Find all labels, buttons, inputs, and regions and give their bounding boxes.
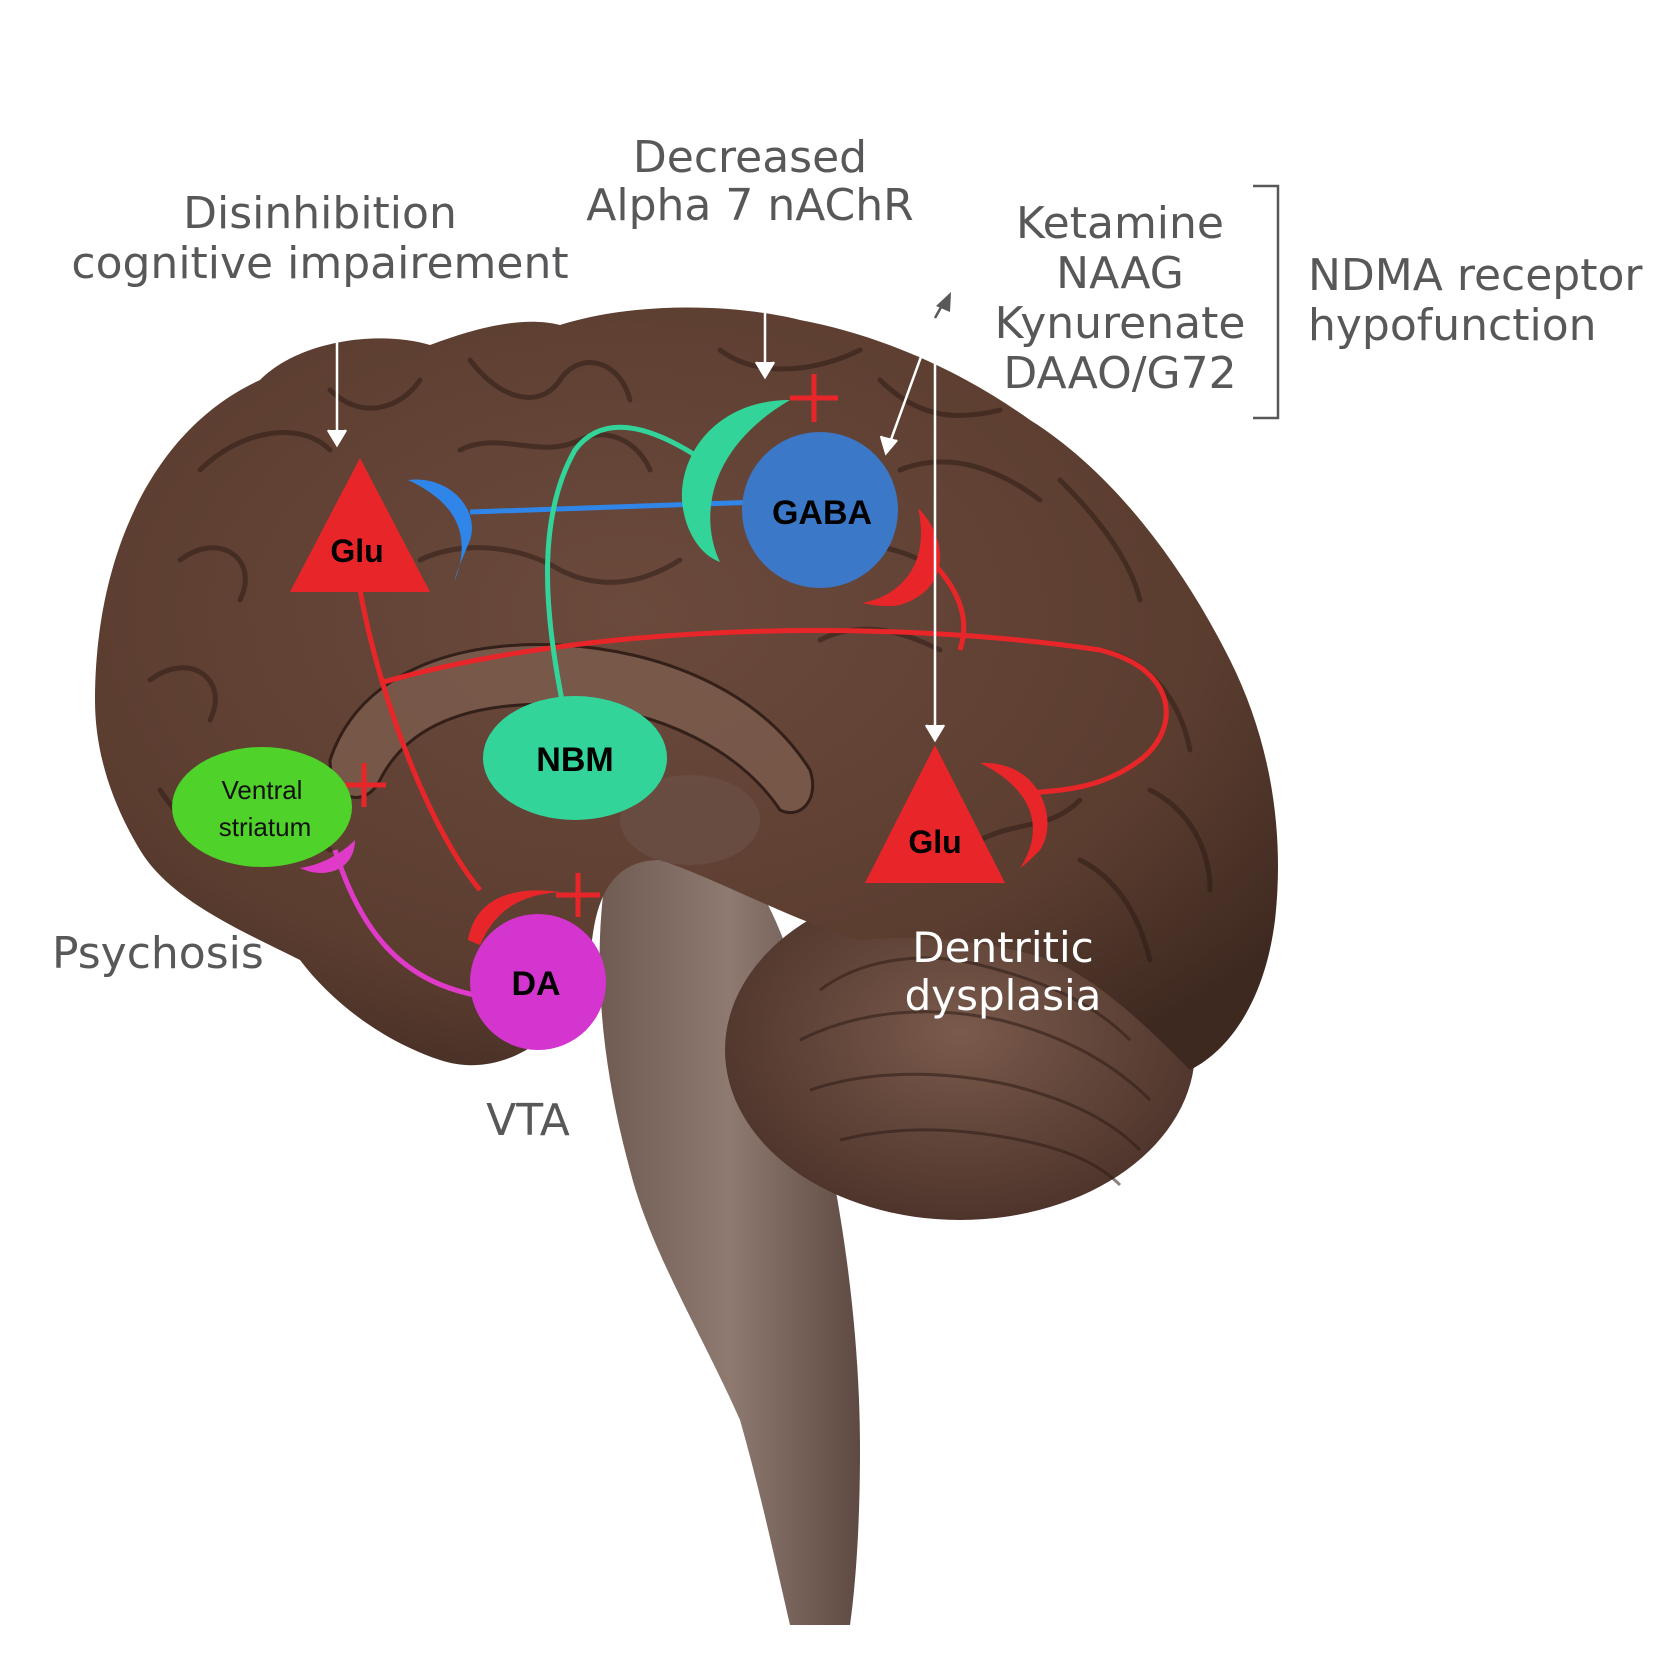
disinhibition-label-2: cognitive impairement <box>71 238 568 289</box>
glu-synapse-on-da <box>468 890 560 945</box>
ndma-arrow-head <box>933 292 951 319</box>
gaba-synapse-on-glu-loop <box>862 508 941 607</box>
ndma-arrow-to-gaba <box>886 317 937 449</box>
nbm-node <box>483 696 667 820</box>
dentritic-label-2: dysplasia <box>905 971 1102 1020</box>
glu-loop-pathway <box>379 628 1169 796</box>
da-to-striatum-pathway <box>332 849 476 998</box>
ventral-striatum-label-2: striatum <box>219 812 311 842</box>
gyri-folds <box>147 347 1213 963</box>
ndma-label-2: hypofunction <box>1308 300 1597 351</box>
glu-frontal-label: Glu <box>330 533 383 569</box>
thalamus <box>620 775 760 865</box>
annotation-arrows <box>326 235 946 743</box>
decreased-label-2: Alpha 7 nAChR <box>586 180 913 231</box>
glu-posterior-triangle <box>865 745 1005 883</box>
decreased-label-1: Decreased <box>633 132 867 183</box>
cerebellum-folia <box>799 956 1152 1187</box>
glu-frontal-triangle <box>290 458 430 592</box>
gaba-node <box>742 432 898 588</box>
da-node <box>470 914 606 1050</box>
glu-to-da-pathway <box>357 589 482 892</box>
ndma-bracket <box>1253 184 1280 420</box>
nbm-cholinergic-pathway <box>545 424 697 716</box>
plus-sign-striatum <box>342 763 386 807</box>
ventral-striatum-node <box>172 747 352 867</box>
ketamine-label: Ketamine <box>1016 198 1224 249</box>
pathways <box>300 374 1169 998</box>
nbm-label: NBM <box>536 741 613 779</box>
gaba-label: GABA <box>772 494 872 532</box>
vta-label: VTA <box>486 1095 570 1146</box>
cholinergic-synapse-on-gaba <box>681 400 790 562</box>
da-label: DA <box>511 965 560 1003</box>
gaba-axon <box>469 499 761 515</box>
glu-synapse-on-posterior-glu <box>980 762 1048 868</box>
plus-sign-da <box>556 873 600 917</box>
kynurenate-label: Kynurenate <box>995 298 1246 349</box>
disinhibition-label-1: Disinhibition <box>183 188 457 239</box>
nodes: Glu Glu GABA NBM Ventral striatum DA <box>172 432 1005 1050</box>
labels: Disinhibition cognitive impairement Decr… <box>52 132 1643 1146</box>
dentritic-label-1: Dentritic <box>912 923 1093 972</box>
psychosis-label: Psychosis <box>52 928 264 979</box>
gaba-synapse-on-glu <box>408 479 472 580</box>
plus-sign-gaba <box>790 374 838 422</box>
ndma-label-1: NDMA receptor <box>1308 250 1643 301</box>
daao-g72-label: DAAO/G72 <box>1003 348 1236 399</box>
gaba-to-glu-pathway <box>928 558 967 651</box>
corpus-callosum <box>328 642 815 815</box>
naag-label: NAAG <box>1056 248 1184 299</box>
da-synapse-on-striatum <box>300 840 355 873</box>
glu-posterior-label: Glu <box>908 824 961 860</box>
ventral-striatum-label-1: Ventral <box>222 775 303 805</box>
